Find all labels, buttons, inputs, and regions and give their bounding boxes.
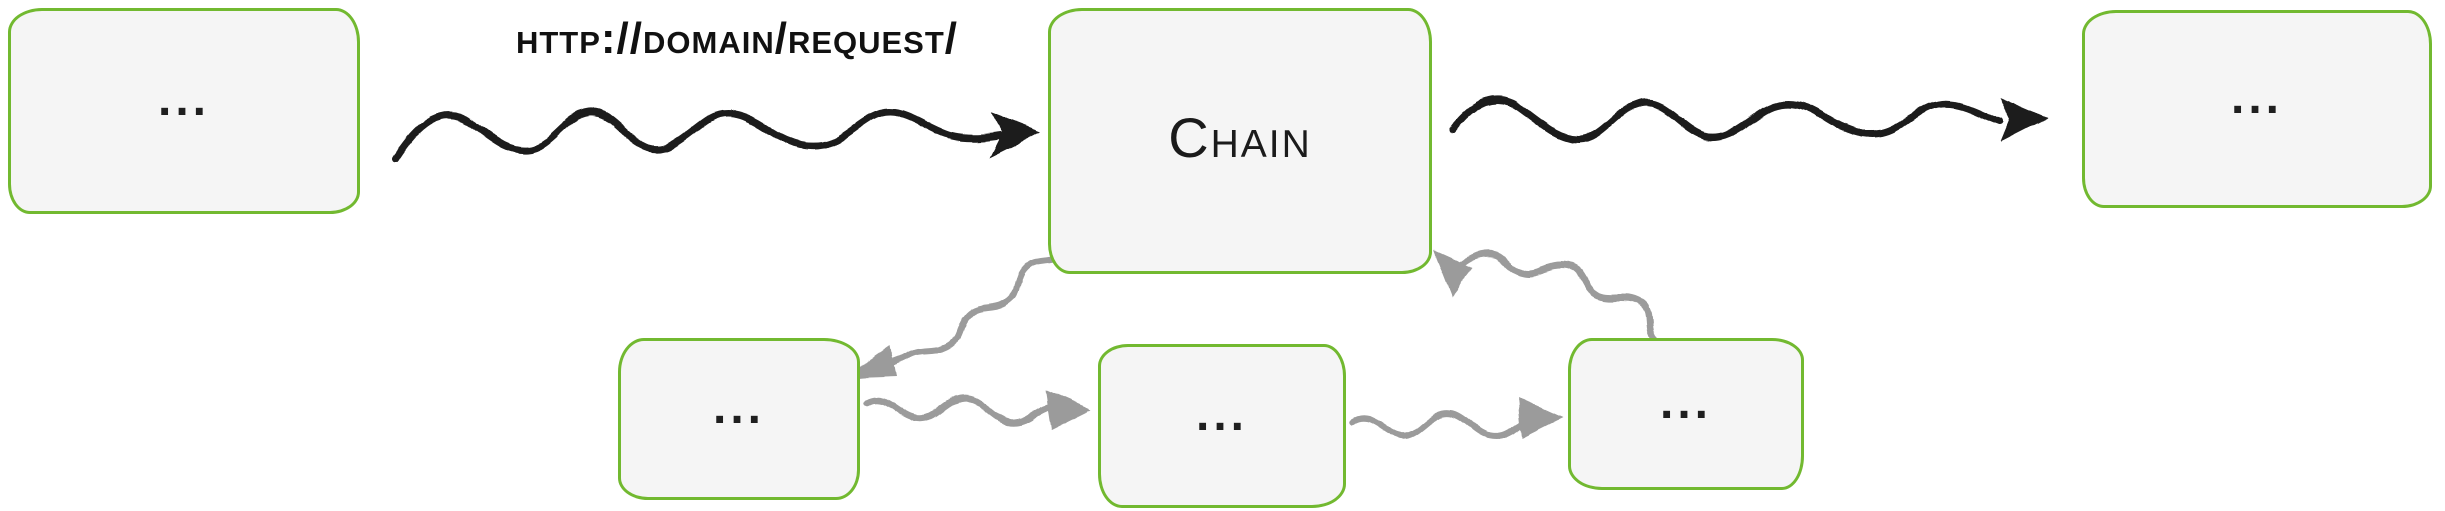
node-handler-3: ... [1568,338,1804,490]
node-handler-3-label: ... [1659,375,1712,429]
node-handler-2-label: ... [1195,387,1248,441]
request-url-label: http://domain/request/ [515,14,959,63]
response-arrow [1448,96,2004,144]
handler1-to-handler2-arrowhead-icon [1046,390,1092,430]
handler2-to-handler3-arrowhead-icon [1518,398,1562,438]
request-arrowhead-icon [990,112,1042,158]
node-handler-2: ... [1098,344,1346,508]
node-source-label: ... [157,72,210,126]
node-target: ... [2082,10,2432,208]
node-handler-1-label: ... [712,380,765,434]
request-arrow [392,108,1004,162]
chain-to-handler1-arrow [876,248,1072,370]
node-handler-1: ... [618,338,860,500]
node-target-label: ... [2230,70,2283,124]
node-chain: Chain [1048,8,1432,274]
handler3-to-chain-arrowhead-icon [1434,250,1474,296]
node-source: ... [8,8,360,214]
response-arrowhead-icon [1999,97,2048,142]
handler2-to-handler3-arrow [1348,410,1536,440]
handler3-to-chain-arrow [1456,250,1659,344]
handler1-to-handler2-arrow [864,394,1072,426]
node-chain-label: Chain [1168,105,1312,169]
